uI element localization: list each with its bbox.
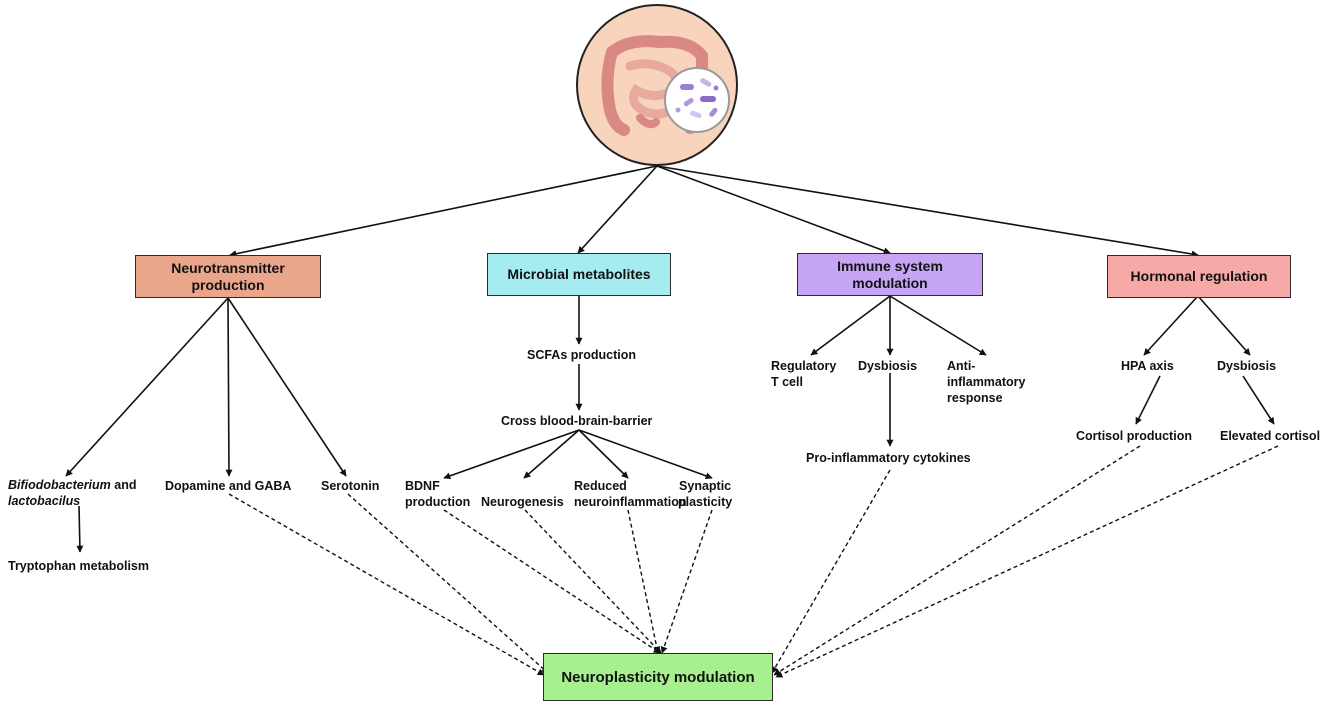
reduced-line1: Reduced	[574, 479, 627, 493]
elevated-cortisol-label: Elevated cortisol	[1220, 429, 1321, 443]
arrow-hormonal-to-dysbiosis	[1197, 295, 1251, 356]
anti-line2: inflammatory	[947, 375, 1026, 389]
arrow-gut-to-neurotransmitter	[229, 165, 658, 258]
solid-arrows	[65, 165, 1275, 553]
arrow-hpa-to-cortisol	[1135, 375, 1161, 425]
arrow-bbb-to-reduced	[578, 429, 629, 479]
hormonal-regulation-box: Hormonal regulation	[1107, 255, 1291, 298]
arrow-nt-to-bifido	[65, 297, 229, 477]
bbb-label: Cross blood-brain-barrier	[501, 414, 653, 428]
dopamine-gaba-label: Dopamine and GABA	[165, 479, 292, 493]
dashed-reduced-to-outcome	[627, 509, 661, 654]
bifido-italic: Bifiodobacterium	[8, 478, 111, 492]
neuroplasticity-box: Neuroplasticity modulation	[543, 653, 773, 701]
bdnf-line2: production	[405, 495, 471, 509]
immune-system-box: Immune system modulation	[797, 253, 983, 296]
dashed-elevated-to-outcome	[775, 445, 1279, 678]
synaptic-plasticity-label: Synaptic plasticity	[678, 478, 732, 510]
anti-inflammatory-label: Anti- inflammatory response	[947, 358, 1026, 406]
dashed-synaptic-to-outcome	[660, 509, 713, 654]
arrow-dysbiosis-to-elevated	[1242, 375, 1275, 425]
regulatory-line1: Regulatory	[771, 359, 837, 373]
reduced-line2: neuroinflammation	[574, 495, 687, 509]
synaptic-line2: plasticity	[678, 495, 733, 509]
dashed-arrows	[228, 445, 1279, 678]
arrow-bbb-to-neurogenesis	[523, 429, 580, 479]
arrow-bifido-to-tryptophan	[76, 505, 84, 553]
microbial-metabolites-box: Microbial metabolites	[487, 253, 671, 296]
arrow-gut-to-microbial	[577, 165, 658, 254]
bacteria-magnifier-icon	[664, 67, 730, 133]
regulatory-tcell-label: Regulatory T cell	[771, 358, 836, 390]
anti-line3: response	[947, 391, 1003, 405]
neurogenesis-label: Neurogenesis	[481, 495, 564, 509]
anti-line1: Anti-	[947, 359, 976, 373]
serotonin-label: Serotonin	[321, 479, 380, 493]
arrow-bbb-to-synaptic	[578, 429, 713, 480]
gut-microbiome-icon	[576, 4, 738, 166]
cortisol-production-label: Cortisol production	[1076, 429, 1192, 443]
dashed-cortisol-to-outcome	[773, 445, 1141, 676]
dashed-serotonin-to-outcome	[347, 493, 549, 674]
arrow-immune-to-anti	[889, 295, 987, 356]
neurotransmitter-box: Neurotransmitter production	[135, 255, 321, 298]
arrow-immune-to-regulatory	[810, 295, 891, 356]
neuroplasticity-label: Neuroplasticity modulation	[561, 668, 755, 686]
dashed-neurogenesis-to-outcome	[524, 509, 662, 654]
scfas-label: SCFAs production	[527, 348, 637, 362]
arrow-nt-to-dopamine	[225, 297, 233, 477]
synaptic-line1: Synaptic	[679, 479, 732, 493]
immune-dysbiosis-label: Dysbiosis	[858, 359, 918, 373]
arrow-gut-to-immune	[656, 165, 891, 255]
neurotransmitter-label-line1: Neurotransmitter	[171, 259, 285, 276]
hormonal-regulation-label: Hormonal regulation	[1130, 268, 1268, 284]
lacto-italic: lactobacilus	[8, 494, 81, 508]
dashed-bdnf-to-outcome	[443, 509, 661, 654]
hormonal-dysbiosis-label: Dysbiosis	[1217, 359, 1277, 373]
reduced-neuroinflammation-label: Reduced neuroinflammation	[574, 478, 687, 510]
bdnf-label: BDNF production	[405, 478, 470, 510]
neurotransmitter-label-line2: production	[191, 276, 265, 293]
arrow-hormonal-to-hpa	[1143, 295, 1199, 356]
arrow-bbb-to-bdnf	[443, 429, 580, 480]
bifido-label: Bifiodobacterium and lactobacilus	[8, 477, 137, 509]
pro-inflammatory-label: Pro-inflammatory cytokines	[806, 451, 971, 465]
arrow-gut-to-hormonal	[656, 165, 1199, 258]
arrow-nt-to-serotonin	[227, 297, 347, 477]
bdnf-line1: BDNF	[405, 479, 440, 493]
hpa-axis-label: HPA axis	[1121, 359, 1174, 373]
immune-label-line2: modulation	[852, 274, 928, 291]
microbial-metabolites-label: Microbial metabolites	[507, 266, 651, 282]
immune-label-line1: Immune system	[837, 257, 943, 274]
tryptophan-label: Tryptophan metabolism	[8, 559, 149, 573]
regulatory-line2: T cell	[771, 375, 803, 389]
dashed-dopamine-to-outcome	[228, 493, 545, 676]
bifido-and: and	[110, 478, 137, 492]
dashed-pro-to-outcome	[771, 469, 891, 674]
